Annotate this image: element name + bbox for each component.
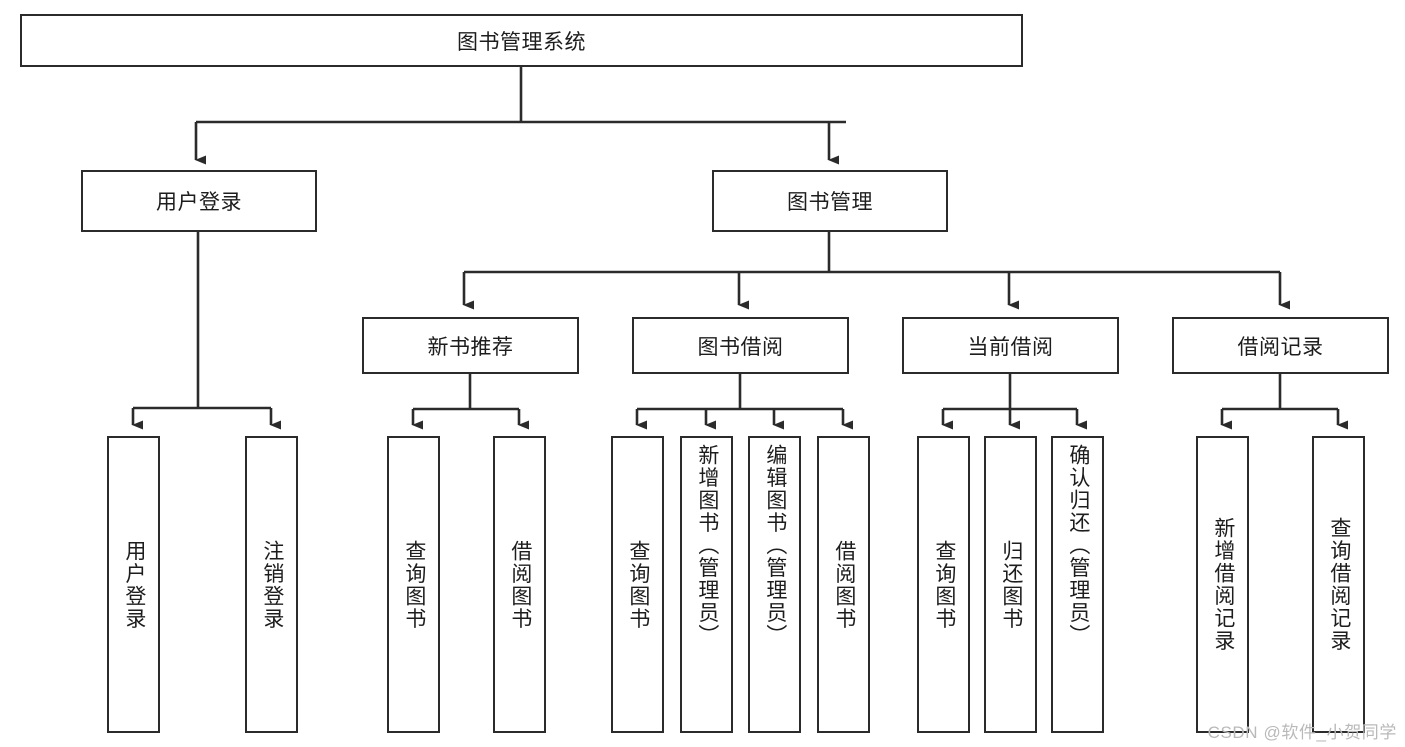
node-current-borrow[interactable]: 当前借阅 <box>902 317 1119 374</box>
leaf-label: 借阅图书 <box>832 539 856 630</box>
node-label: 图书管理 <box>787 191 873 214</box>
leaf-borrow-query-book[interactable]: 查询图书 <box>611 436 664 733</box>
leaf-current-query-book[interactable]: 查询图书 <box>917 436 970 733</box>
leaf-label: 借阅图书 <box>508 539 532 630</box>
leaf-borrow-add-book-admin[interactable]: 新增图书（管理员） <box>680 436 733 733</box>
node-label: 新书推荐 <box>427 335 514 359</box>
leaf-current-return-book[interactable]: 归还图书 <box>984 436 1037 733</box>
leaf-current-confirm-return-admin[interactable]: 确认归还（管理员） <box>1051 436 1104 733</box>
leaf-recommend-query-book[interactable]: 查询图书 <box>387 436 440 733</box>
node-label: 当前借阅 <box>967 335 1054 359</box>
leaf-label: 确认归还（管理员） <box>1066 444 1090 647</box>
node-label: 图书借阅 <box>697 335 784 359</box>
node-new-book-recommend[interactable]: 新书推荐 <box>362 317 579 374</box>
node-root-system[interactable]: 图书管理系统 <box>20 14 1023 67</box>
leaf-label: 用户登录 <box>122 539 146 630</box>
node-label: 图书管理系统 <box>457 30 586 54</box>
watermark: CSDN @软件_小贺同学 <box>1207 723 1397 742</box>
node-book-management[interactable]: 图书管理 <box>712 170 948 232</box>
leaf-label: 查询图书 <box>626 539 650 630</box>
leaf-record-query-record[interactable]: 查询借阅记录 <box>1312 436 1365 733</box>
leaf-label: 编辑图书（管理员） <box>763 444 787 647</box>
leaf-label: 注销登录 <box>260 539 284 630</box>
node-user-login[interactable]: 用户登录 <box>81 170 317 232</box>
leaf-recommend-borrow-book[interactable]: 借阅图书 <box>493 436 546 733</box>
leaf-label: 归还图书 <box>999 539 1023 630</box>
node-label: 用户登录 <box>156 191 242 214</box>
node-borrow-record[interactable]: 借阅记录 <box>1172 317 1389 374</box>
leaf-label: 查询图书 <box>932 539 956 630</box>
leaf-label: 新增借阅记录 <box>1211 517 1235 652</box>
leaf-label: 查询借阅记录 <box>1327 517 1351 652</box>
leaf-label: 新增图书（管理员） <box>695 444 719 647</box>
leaf-label: 查询图书 <box>402 539 426 630</box>
leaf-borrow-borrow-book[interactable]: 借阅图书 <box>817 436 870 733</box>
leaf-user-login-logout[interactable]: 注销登录 <box>245 436 298 733</box>
leaf-borrow-edit-book-admin[interactable]: 编辑图书（管理员） <box>748 436 801 733</box>
node-label: 借阅记录 <box>1237 335 1324 359</box>
leaf-user-login-login[interactable]: 用户登录 <box>107 436 160 733</box>
node-book-borrow[interactable]: 图书借阅 <box>632 317 849 374</box>
leaf-record-add-record[interactable]: 新增借阅记录 <box>1196 436 1249 733</box>
